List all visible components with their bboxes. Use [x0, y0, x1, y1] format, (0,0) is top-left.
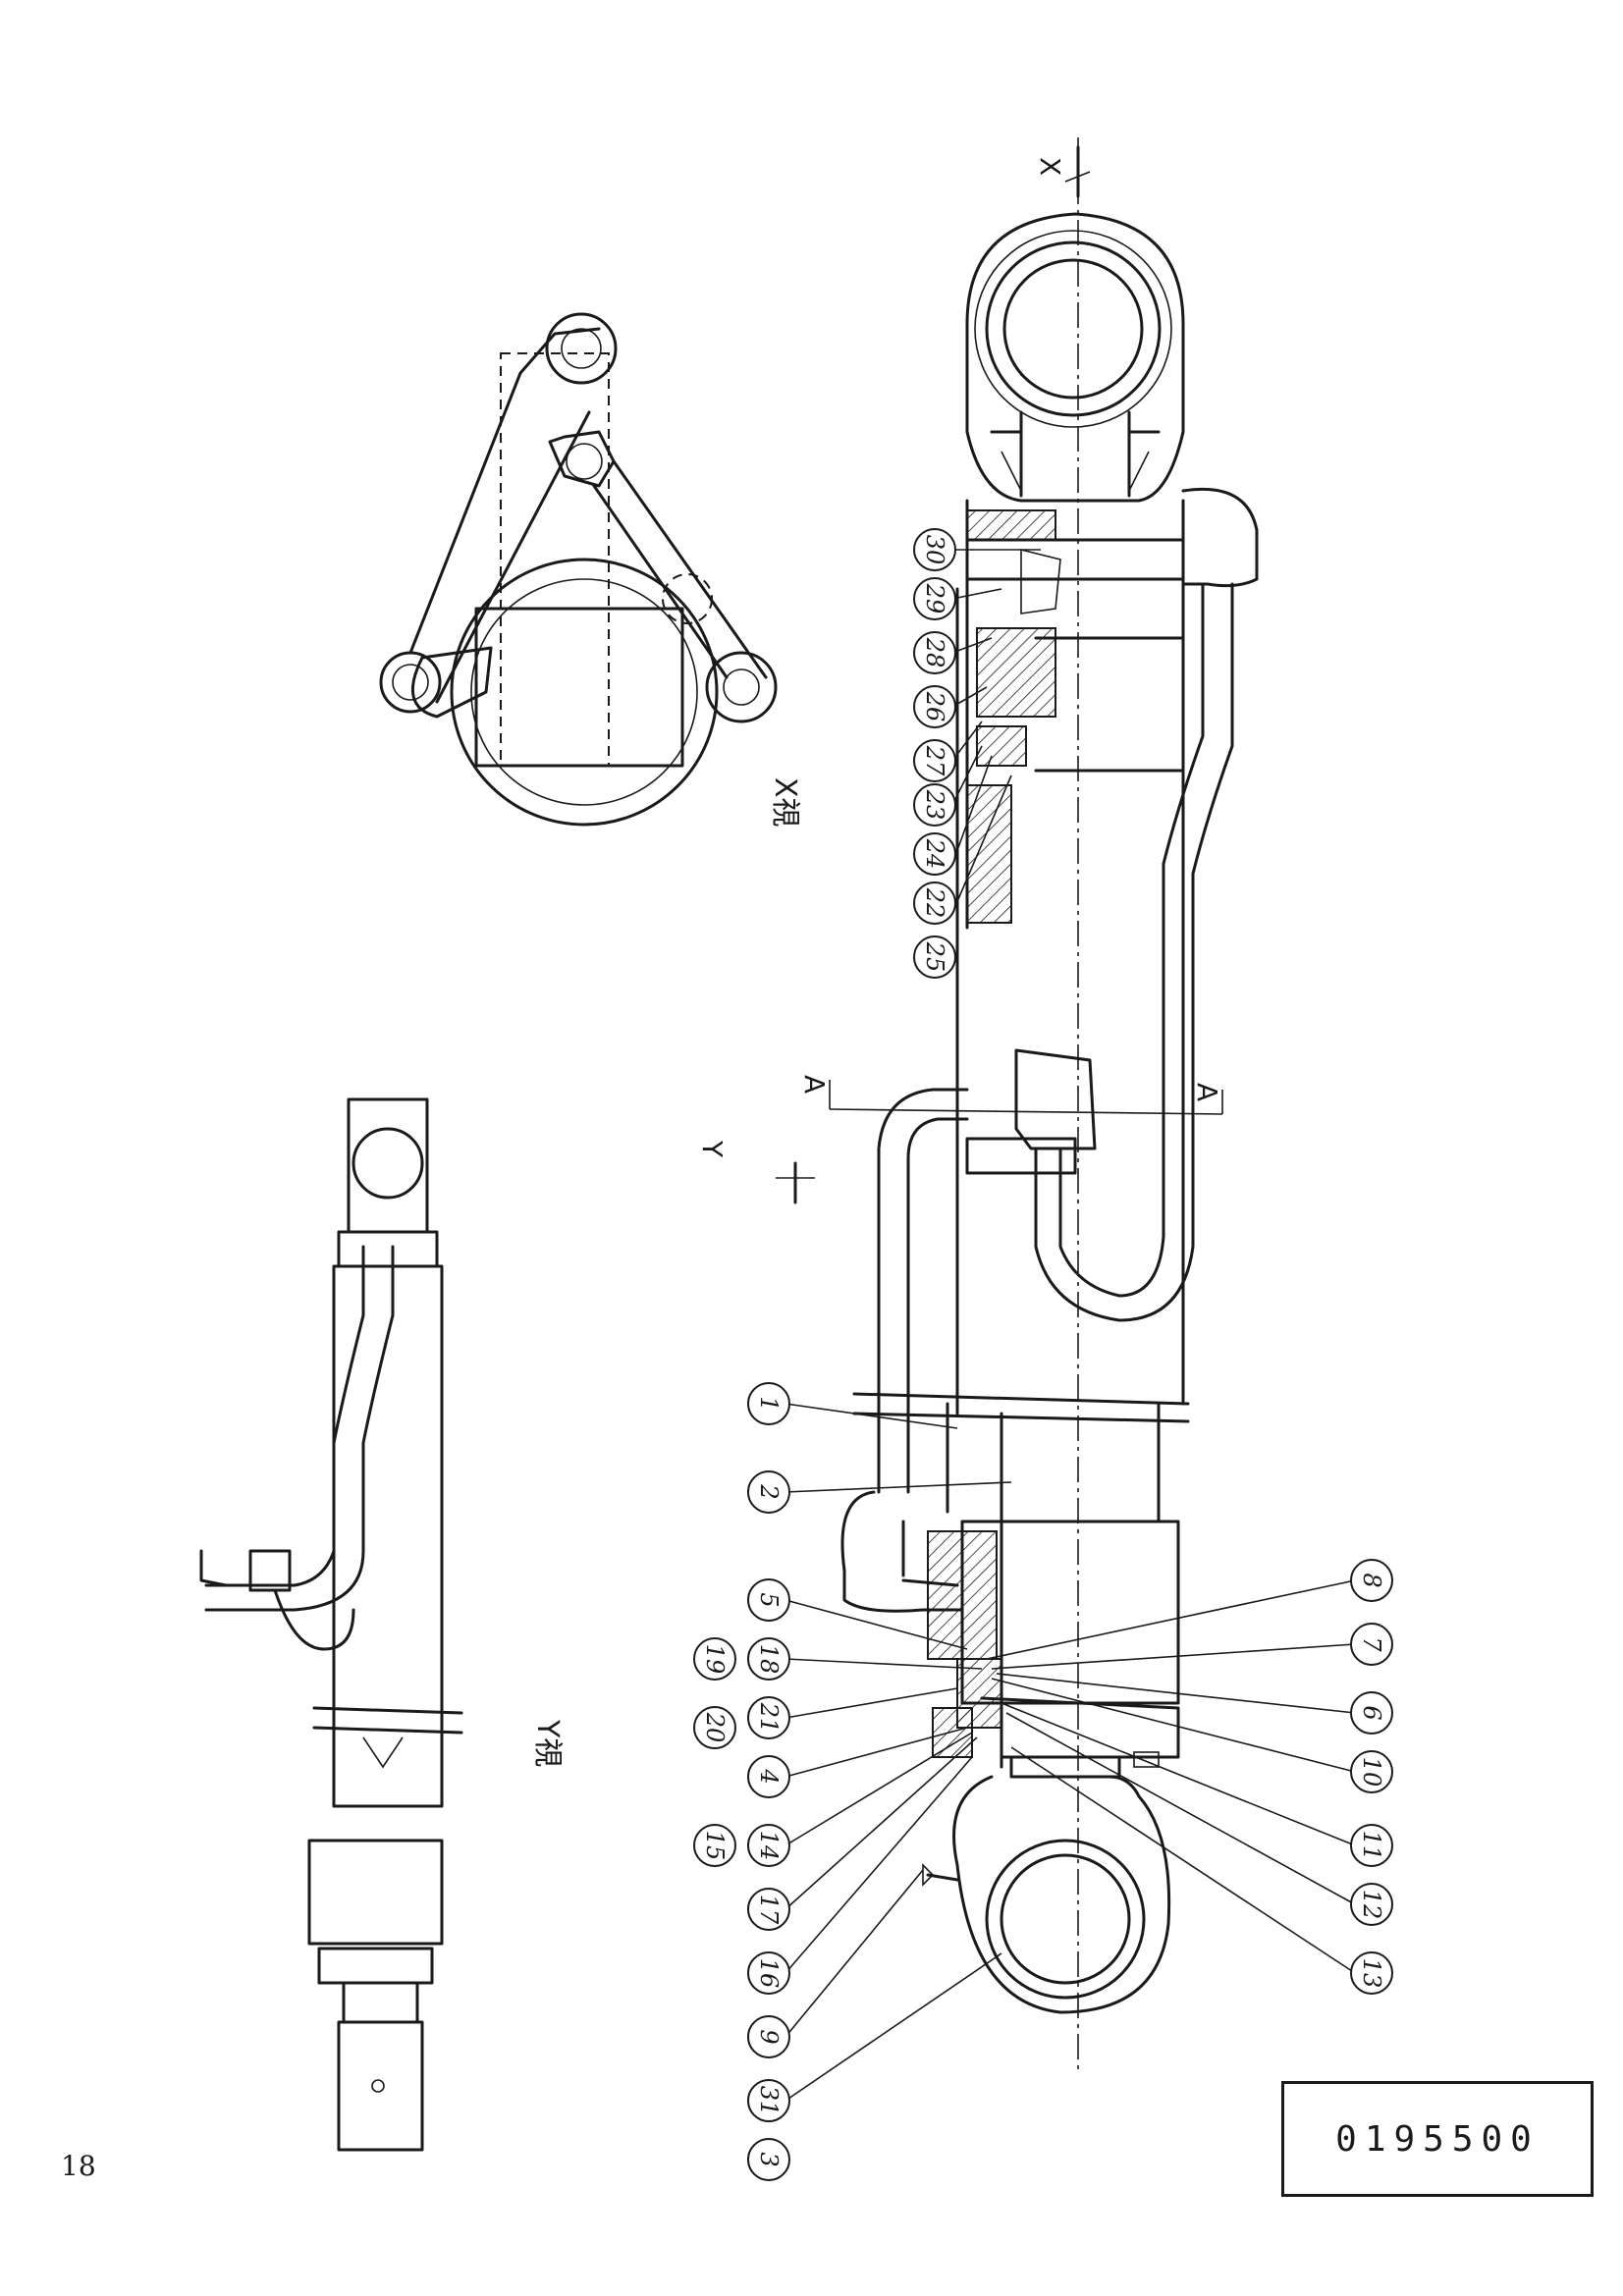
svg-text:31: 31 [755, 2086, 783, 2116]
balloon-9: 9 [747, 2015, 790, 2058]
svg-text:30: 30 [921, 535, 948, 565]
svg-text:10: 10 [1358, 1757, 1385, 1788]
balloon-8: 8 [1350, 1559, 1393, 1602]
balloon-13: 13 [1350, 1951, 1393, 1995]
svg-text:15: 15 [701, 1831, 729, 1861]
balloon-5: 5 [747, 1578, 790, 1622]
balloon-6: 6 [1350, 1691, 1393, 1735]
balloon-12: 12 [1350, 1883, 1393, 1926]
balloon-22: 22 [913, 881, 956, 925]
svg-text:16: 16 [755, 1958, 783, 1989]
svg-text:14: 14 [755, 1831, 783, 1861]
svg-text:28: 28 [921, 637, 948, 668]
x-view-label: X視 [768, 777, 802, 828]
upper-pipe [1034, 487, 1259, 1322]
svg-text:29: 29 [921, 583, 948, 614]
balloon-2: 2 [747, 1470, 790, 1514]
svg-text:4: 4 [755, 1768, 783, 1784]
svg-text:8: 8 [1358, 1573, 1385, 1587]
gland-section [927, 1520, 1180, 1779]
balloon-7: 7 [1350, 1623, 1393, 1666]
balloon-23: 23 [913, 783, 956, 827]
svg-text:13: 13 [1358, 1958, 1385, 1989]
svg-text:6: 6 [1358, 1705, 1385, 1720]
svg-text:1: 1 [755, 1396, 783, 1411]
y-arrow-label: Y [696, 1140, 729, 1158]
svg-text:24: 24 [921, 838, 948, 870]
page-number: 18 [61, 2150, 96, 2182]
drawing-number-box: 0195500 [1275, 2081, 1594, 2203]
svg-text:26: 26 [921, 691, 948, 722]
balloon-24: 24 [913, 832, 956, 876]
drawing-number: 0195500 [1335, 2118, 1540, 2160]
y-view-label: Y視 [530, 1719, 565, 1767]
svg-text:19: 19 [701, 1644, 729, 1675]
balloon-3: 3 [747, 2138, 790, 2181]
svg-text:17: 17 [755, 1895, 783, 1925]
balloon-10: 10 [1350, 1750, 1393, 1793]
svg-text:27: 27 [921, 745, 948, 776]
svg-text:12: 12 [1358, 1890, 1385, 1920]
balloon-group-right: 8 7 6 10 11 12 13 [1350, 1559, 1393, 1995]
balloon-28: 28 [913, 631, 956, 674]
section-a-label-right: A [1191, 1083, 1223, 1101]
balloon-11: 11 [1350, 1824, 1393, 1867]
balloon-31: 31 [747, 2079, 790, 2122]
leaders [784, 549, 1356, 2102]
y-view: Y視 [199, 1097, 565, 2152]
x-arrow-label: X [1034, 157, 1066, 176]
balloon-19: 19 [693, 1637, 736, 1681]
svg-text:18: 18 [755, 1644, 783, 1675]
svg-text:2: 2 [755, 1483, 783, 1499]
main-cylinder-view: X [696, 137, 1259, 2071]
balloon-29: 29 [913, 577, 956, 620]
svg-text:23: 23 [921, 789, 948, 821]
svg-text:5: 5 [755, 1592, 783, 1607]
svg-text:7: 7 [1358, 1636, 1385, 1652]
head-collar [965, 499, 1185, 930]
svg-text:9: 9 [755, 2029, 783, 2044]
balloon-20: 20 [693, 1706, 736, 1749]
port-block: A A Y [696, 1048, 1223, 1204]
balloon-30: 30 [913, 528, 956, 571]
svg-text:11: 11 [1358, 1831, 1385, 1861]
balloon-18: 18 [747, 1637, 790, 1681]
svg-text:22: 22 [921, 887, 948, 919]
balloon-group-left: 1 2 5 18 19 21 20 4 14 15 17 16 9 31 3 [693, 1382, 790, 2181]
x-section-arrow: X [1034, 145, 1091, 198]
section-a-label-left: A [798, 1075, 831, 1094]
rod-end-eye [965, 212, 1185, 503]
x-view: X視 [379, 312, 802, 828]
balloon-21: 21 [747, 1696, 790, 1739]
balloon-27: 27 [913, 739, 956, 782]
balloon-25: 25 [913, 935, 956, 979]
balloon-group-top: 30 29 28 26 27 23 24 22 25 [913, 528, 956, 979]
bottom-eye [922, 1775, 1171, 2014]
balloon-14: 14 [747, 1824, 790, 1867]
svg-text:25: 25 [921, 941, 948, 973]
svg-text:21: 21 [755, 1702, 783, 1734]
balloon-17: 17 [747, 1888, 790, 1931]
balloon-26: 26 [913, 685, 956, 728]
svg-text:20: 20 [701, 1712, 729, 1743]
balloon-15: 15 [693, 1824, 736, 1867]
balloon-16: 16 [747, 1951, 790, 1995]
balloon-1: 1 [747, 1382, 790, 1425]
cylinder-tube [852, 582, 1190, 1769]
svg-text:3: 3 [755, 2152, 783, 2166]
balloon-4: 4 [747, 1755, 790, 1798]
